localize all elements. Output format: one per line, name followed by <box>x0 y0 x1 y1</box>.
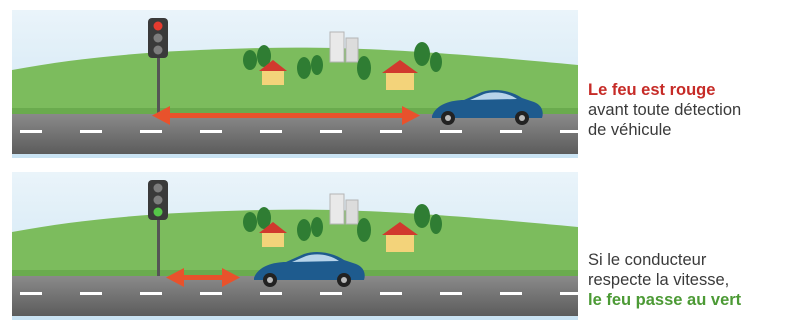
caption-green: Si le conducteur respecte la vitesse, le… <box>588 250 800 310</box>
scene-red-light <box>12 10 578 158</box>
light-green <box>154 46 163 55</box>
light-green <box>154 208 163 217</box>
caption-red-emphasis: Le feu est rouge <box>588 80 800 100</box>
light-amber <box>154 34 163 43</box>
scene-green-illustration <box>12 172 578 320</box>
scene-red-illustration <box>12 10 578 158</box>
road <box>12 114 578 154</box>
caption-green-line-2: respecte la vitesse, <box>588 270 800 290</box>
scene-green-light <box>12 172 578 320</box>
light-red <box>154 184 163 193</box>
caption-red-line-1: avant toute détection <box>588 100 800 120</box>
road <box>12 276 578 316</box>
caption-red: Le feu est rouge avant toute détection d… <box>588 80 800 140</box>
caption-green-emphasis: le feu passe au vert <box>588 290 800 310</box>
caption-green-line-1: Si le conducteur <box>588 250 800 270</box>
light-amber <box>154 196 163 205</box>
caption-red-line-2: de véhicule <box>588 120 800 140</box>
light-red <box>154 22 163 31</box>
